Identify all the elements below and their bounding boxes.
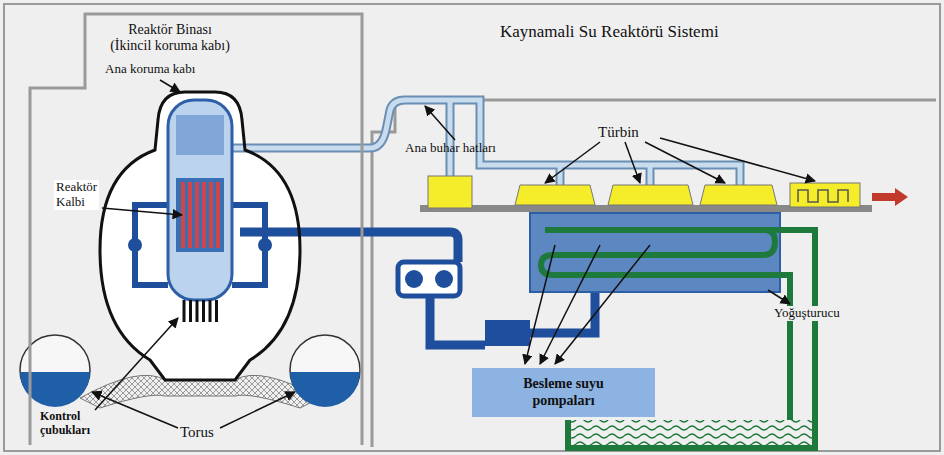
primary-containment: Ana koruma kabı	[95, 58, 310, 388]
hp-turbine	[428, 176, 472, 208]
lp-turbine	[608, 185, 693, 205]
torus-right	[290, 335, 360, 407]
pump	[405, 270, 423, 288]
feed-pump	[485, 320, 530, 346]
label: Torus	[180, 424, 214, 441]
primary-containment-outline	[95, 58, 310, 388]
leader-lines	[92, 80, 815, 428]
reactor-vessel	[168, 100, 232, 300]
node-text: Ana koruma kabı	[105, 62, 195, 77]
label: Türbin	[598, 124, 639, 141]
reactor-building: Reaktör Binası(İkincil koruma kabı) Ana k…	[22, 10, 367, 447]
control-rods	[184, 300, 217, 322]
label: Yoğuşturucu	[772, 306, 842, 321]
generator-coil	[798, 190, 848, 202]
pump	[435, 270, 453, 288]
reactor-core	[176, 178, 224, 252]
pump-cluster	[398, 262, 460, 296]
label: Reaktör Kalbi	[54, 180, 99, 210]
feedwater-pump-box: Besleme suyu pompaları	[472, 368, 655, 417]
generator	[790, 183, 860, 207]
node-text: Besleme suyu pompaları	[505, 376, 623, 408]
steam-pipe	[232, 100, 740, 187]
recirc-pump	[128, 238, 142, 252]
lp-turbine	[515, 185, 595, 205]
recirc-pump	[258, 238, 272, 252]
power-arrow	[872, 188, 908, 206]
node-text: Reaktör Binası	[110, 22, 230, 38]
steam-separator	[176, 115, 224, 155]
label: Kontrol çubukları	[40, 410, 90, 438]
diagram-title: Kaynamali Su Reaktörü Sistemi	[500, 22, 719, 42]
outer-frame	[4, 4, 940, 451]
label: Ana buhar hatları	[405, 141, 496, 156]
lp-turbine	[700, 185, 777, 205]
cooling-water-basin	[568, 420, 815, 448]
fuel-rods	[181, 182, 220, 248]
node-text: (İkincil koruma kabı)	[110, 38, 230, 54]
turbine-building-wall	[372, 100, 936, 447]
steam-pipe-outline	[232, 100, 740, 187]
